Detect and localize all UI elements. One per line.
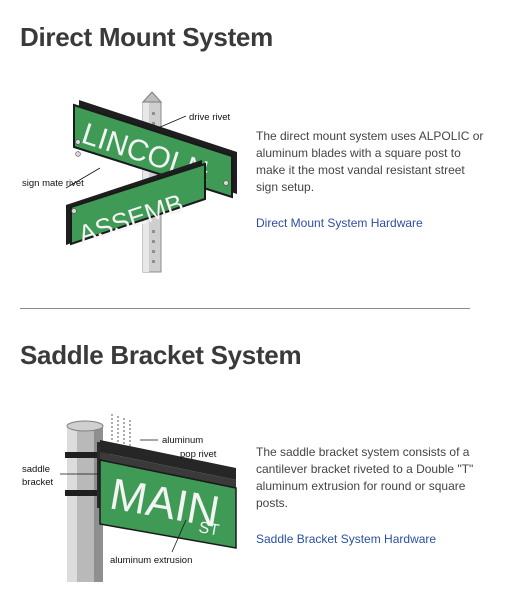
callout-drive-rivet: drive rivet (157, 112, 231, 129)
sign-blade-main: MAIN ST (99, 459, 237, 549)
callout-sign-mate-rivet: sign mate rivet (22, 167, 101, 189)
direct-mount-hardware-link[interactable]: Direct Mount System Hardware (256, 216, 423, 230)
drive-rivet-label: drive rivet (189, 112, 231, 123)
callout-aluminum-extrusion: aluminum extrusion (110, 519, 192, 566)
direct-mount-illustration: LINCOLN AV. ASSEMB drive rivet sign mate… (22, 91, 237, 273)
aluminum-extrusion (100, 440, 236, 488)
direct-mount-title: Direct Mount System (20, 22, 273, 52)
saddle-bracket-hardware-link[interactable]: Saddle Bracket System Hardware (256, 532, 437, 546)
pop-rivet-label-line1: aluminum (162, 435, 203, 446)
aluminum-extrusion-label: aluminum extrusion (110, 555, 192, 566)
pop-rivets (111, 414, 131, 446)
pop-rivet-label-line2: pop rivet (180, 449, 217, 460)
sign-mate-rivet-label: sign mate rivet (22, 178, 84, 189)
saddle-bracket-illustration: MAIN ST aluminum pop rivet saddle bracke… (22, 414, 237, 582)
callout-pop-rivet: aluminum pop rivet (140, 435, 217, 460)
saddle-bracket-label-line2: bracket (22, 477, 54, 488)
sign-text-st: ST (197, 519, 220, 539)
saddle-bracket-description: The saddle bracket system consists of a … (256, 445, 474, 510)
section-divider (20, 308, 470, 309)
saddle-bracket-title: Saddle Bracket System (20, 340, 302, 370)
callout-saddle-bracket: saddle bracket (22, 464, 98, 488)
direct-mount-description: The direct mount system uses ALPOLIC or … (256, 129, 484, 194)
saddle-bracket-label-line1: saddle (22, 464, 50, 475)
